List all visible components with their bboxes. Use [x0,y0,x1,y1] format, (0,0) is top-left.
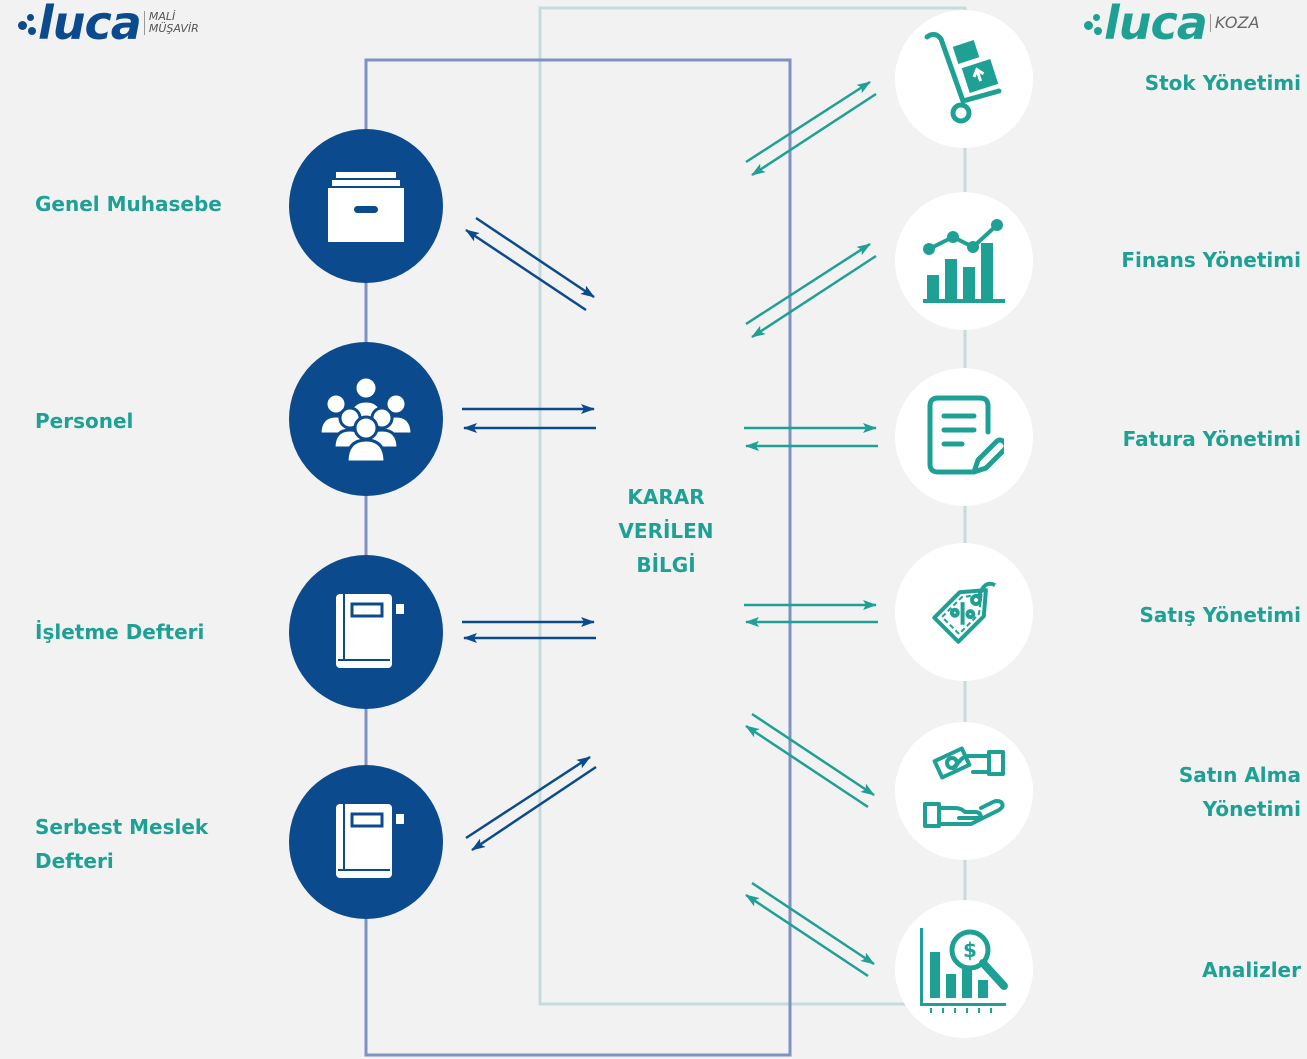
node-genel-muhasebe [289,129,443,283]
label-satis-yonetimi: Satış Yönetimi [1139,603,1301,627]
arrow-stok-out [745,80,871,164]
arrow-analizler-in [745,893,869,978]
archive-box-icon [328,172,404,242]
payment-hands-icon [923,746,1005,828]
svg-text:$: $ [963,938,977,962]
logo-sub-line1: MALİ [148,10,176,23]
center-line-3: BİLGİ [636,553,696,577]
luca-mali-musavir-logo: luca MALİ MÜŞAVİR [16,0,199,46]
logo-mark-icon [1082,8,1102,38]
label-genel-muhasebe: Genel Muhasebe [35,192,222,216]
arrow-finans-in [751,254,877,339]
logo-wordmark: luca [38,0,142,50]
arrow-genel-muhasebe-in [465,228,587,312]
label-isletme-defteri: İşletme Defteri [35,620,205,644]
label-satin-alma-yonetimi: Satın Alma Yönetimi [1179,758,1301,826]
logo-sub-text: KOZA [1214,13,1260,32]
discount-tag-icon [932,581,997,644]
label-fatura-yonetimi: Fatura Yönetimi [1122,427,1301,451]
center-decision-info: KARAR VERİLEN BİLGİ [600,480,732,582]
luca-koza-logo: luca KOZA [1082,0,1259,46]
node-serbest-meslek-defteri [289,765,443,919]
node-stok-yonetimi [895,10,1033,148]
mali-musavir-frame [364,58,792,1057]
arrow-stok-in [751,92,877,177]
label-line-2: Defteri [35,849,114,873]
logo-wordmark: luca [1104,0,1208,50]
hand-truck-icon [924,31,1002,124]
label-personel: Personel [35,409,134,433]
analytics-search-icon: $ [920,928,1008,1013]
node-analizler: $ [895,900,1033,1038]
label-line-1: Serbest Meslek [35,815,209,839]
arrow-analizler-out [751,881,875,966]
ledger-book-icon [336,804,404,878]
arrow-serbest-in [471,765,597,852]
node-finans-yonetimi [895,192,1033,330]
label-line-1: Satın Alma [1178,763,1301,787]
node-personel [289,342,443,496]
growth-chart-icon [923,219,1005,303]
node-fatura-yonetimi [895,368,1033,506]
arrow-serbest-out [465,755,591,840]
label-finans-yonetimi: Finans Yönetimi [1121,248,1301,272]
label-stok-yonetimi: Stok Yönetimi [1144,71,1301,95]
people-group-icon [318,375,414,464]
center-line-2: VERİLEN [618,519,714,543]
center-line-1: KARAR [627,485,705,509]
logo-sub-line2: MÜŞAVİR [148,22,199,35]
logo-mark-icon [16,8,36,38]
node-satin-alma-yonetimi [895,722,1033,860]
node-satis-yonetimi [895,543,1033,681]
arrow-satin-alma-in [745,724,869,809]
label-serbest-meslek-defteri: Serbest Meslek Defteri [35,810,208,878]
label-line-2: Yönetimi [1202,797,1301,821]
ledger-book-icon [336,594,404,668]
invoice-edit-icon [927,395,1004,475]
arrow-satin-alma-out [751,712,875,797]
label-analizler: Analizler [1202,958,1301,982]
node-isletme-defteri [289,555,443,709]
arrow-finans-out [745,242,871,326]
arrow-genel-muhasebe-out [475,216,595,299]
